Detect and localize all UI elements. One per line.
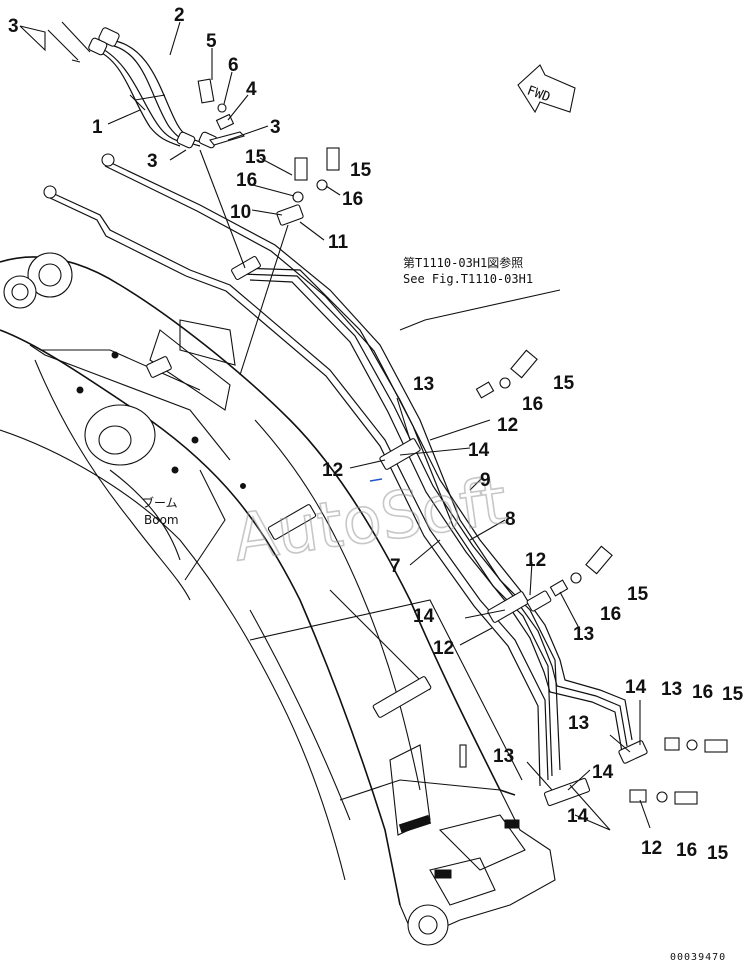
callout-11: 11 bbox=[328, 232, 349, 253]
bolt-15 bbox=[326, 147, 340, 171]
callout-16: 16 bbox=[522, 394, 543, 415]
callout-14: 14 bbox=[625, 677, 647, 698]
callout-12: 12 bbox=[433, 638, 454, 659]
document-id: 00039470 bbox=[670, 952, 726, 963]
bolt-15 bbox=[585, 545, 613, 575]
block-13 bbox=[664, 737, 680, 751]
callout-16: 16 bbox=[600, 604, 621, 625]
callout-15: 15 bbox=[245, 147, 267, 168]
callout-15: 15 bbox=[722, 684, 744, 705]
o-ring bbox=[209, 131, 246, 146]
clamp-12 bbox=[526, 590, 552, 612]
bolt-15 bbox=[510, 349, 538, 379]
callout-12: 12 bbox=[497, 415, 518, 436]
callout-16: 16 bbox=[676, 840, 697, 861]
boom-bracket bbox=[372, 676, 432, 718]
washer-16 bbox=[499, 377, 511, 389]
callout-13: 13 bbox=[661, 679, 682, 700]
block-13 bbox=[549, 579, 569, 597]
boom-label-en: Boom bbox=[144, 513, 179, 527]
steel-pipes bbox=[43, 153, 633, 787]
boom-top-pin-bore bbox=[38, 263, 62, 287]
washer-16 bbox=[686, 739, 698, 751]
washer-16 bbox=[570, 572, 582, 584]
callout-10: 10 bbox=[230, 202, 251, 223]
callout-12: 12 bbox=[641, 838, 662, 859]
callout-14: 14 bbox=[468, 440, 490, 461]
clamp bbox=[146, 356, 172, 378]
callout-14: 14 bbox=[567, 806, 589, 827]
callout-13: 13 bbox=[573, 624, 594, 645]
cylinder-boss-bore bbox=[98, 425, 132, 455]
callout-6: 6 bbox=[228, 55, 239, 76]
reference-note-jp: 第T1110-03H1図参照 bbox=[403, 255, 523, 270]
washer-6 bbox=[217, 103, 227, 113]
pipe-end-fitting bbox=[43, 185, 57, 199]
callout-13: 13 bbox=[493, 746, 514, 767]
leader-lines bbox=[19, 21, 651, 831]
callout-5: 5 bbox=[206, 31, 217, 52]
hose-end-fitting bbox=[176, 131, 196, 149]
washer-16 bbox=[292, 191, 304, 203]
block-13 bbox=[475, 381, 495, 399]
callout-12: 12 bbox=[322, 460, 343, 481]
callout-3: 3 bbox=[270, 117, 281, 138]
callout-15: 15 bbox=[707, 843, 729, 864]
boom-label-jp: ブーム bbox=[142, 495, 178, 510]
callout-13: 13 bbox=[413, 374, 434, 395]
callout-4: 4 bbox=[246, 79, 257, 100]
callout-3: 3 bbox=[8, 16, 19, 37]
callout-2: 2 bbox=[174, 5, 185, 26]
callout-16: 16 bbox=[692, 682, 713, 703]
callout-14: 14 bbox=[592, 762, 614, 783]
hose-end-fitting bbox=[88, 37, 108, 56]
callout-1: 1 bbox=[92, 117, 103, 138]
washer-16 bbox=[316, 179, 328, 191]
hoses-assembly bbox=[47, 21, 246, 149]
callout-16: 16 bbox=[342, 189, 363, 210]
clamp-13 bbox=[543, 777, 591, 807]
boom-bracket bbox=[267, 504, 317, 540]
callout-16: 16 bbox=[236, 170, 257, 191]
callout-3: 3 bbox=[147, 151, 158, 172]
reference-note-en: See Fig.T1110-03H1 bbox=[403, 272, 533, 286]
blue-mark bbox=[369, 478, 383, 482]
clamp bbox=[231, 255, 261, 281]
fasteners bbox=[292, 147, 728, 805]
callout-12: 12 bbox=[525, 550, 546, 571]
bolt-15 bbox=[674, 791, 698, 805]
clamp-12 bbox=[487, 591, 529, 623]
callout-15: 15 bbox=[350, 160, 372, 181]
callout-15: 15 bbox=[627, 584, 649, 605]
callout-8: 8 bbox=[505, 509, 516, 530]
clamps bbox=[146, 204, 648, 807]
callout-numbers: 3 2 5 6 4 1 3 3 15 15 16 16 10 11 13 15 … bbox=[8, 5, 744, 864]
boom-top-pin-bore-2 bbox=[11, 283, 29, 301]
boom-foot-pin-bore bbox=[418, 915, 438, 935]
clamp-10 bbox=[276, 204, 304, 226]
callout-7: 7 bbox=[390, 556, 401, 577]
clamp-12 bbox=[379, 438, 421, 470]
bolt-15 bbox=[294, 157, 308, 181]
bolt-5 bbox=[197, 78, 215, 104]
bolt-15 bbox=[704, 739, 728, 753]
callout-15: 15 bbox=[553, 373, 575, 394]
washer-16 bbox=[656, 791, 668, 803]
pipe-end-fitting bbox=[101, 153, 115, 167]
boom-structure bbox=[0, 252, 556, 946]
block-12 bbox=[629, 789, 647, 803]
callout-9: 9 bbox=[480, 470, 491, 491]
callout-14: 14 bbox=[413, 606, 435, 627]
callout-13: 13 bbox=[568, 713, 589, 734]
clamp-13 bbox=[618, 740, 648, 764]
fwd-arrow: FWD bbox=[517, 64, 576, 114]
